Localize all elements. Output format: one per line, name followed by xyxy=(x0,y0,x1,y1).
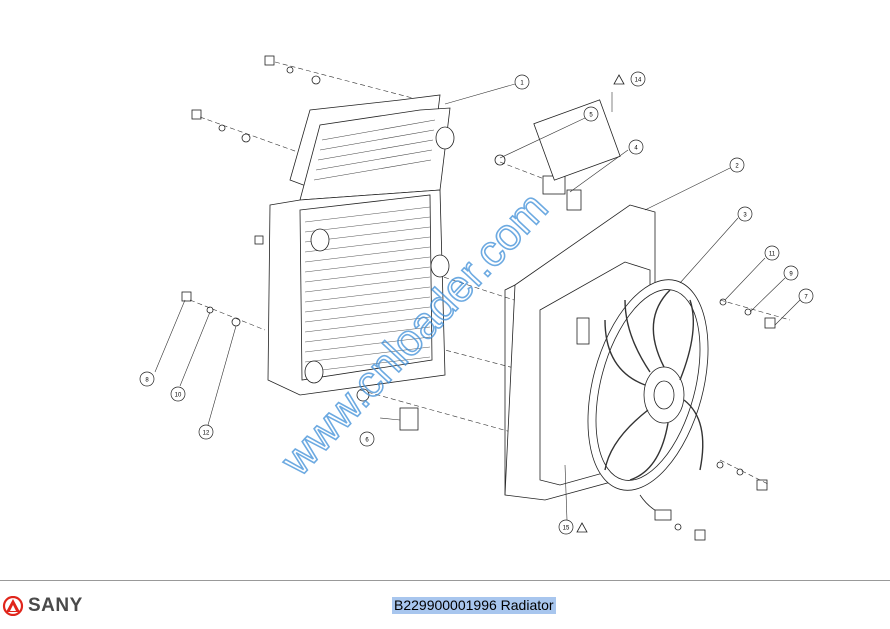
callout-14: 14 xyxy=(635,78,642,84)
radiator-bracket xyxy=(289,94,451,201)
callout-3: 3 xyxy=(743,213,747,219)
callout-2: 2 xyxy=(735,164,739,170)
callout-7: 7 xyxy=(804,295,808,301)
callout-6: 6 xyxy=(365,438,369,444)
document-title: B229900001996 Radiator xyxy=(392,597,556,614)
callout-10: 10 xyxy=(175,393,182,399)
callout-12: 12 xyxy=(203,431,210,437)
callout-9: 9 xyxy=(789,272,793,278)
callout-4: 4 xyxy=(634,146,638,152)
brand-name: SANY xyxy=(28,595,83,616)
callout-1: 1 xyxy=(520,81,524,87)
sany-logo: SANY xyxy=(2,594,83,618)
radiator-exploded-diagram: 1 2 3 4 5 6 7 8 9 10 11 12 14 15 www.cnl… xyxy=(139,55,814,541)
callout-11: 11 xyxy=(769,252,776,258)
sany-logo-icon xyxy=(2,596,24,616)
fan-assembly xyxy=(587,279,709,521)
fasteners xyxy=(181,55,776,541)
footer-divider xyxy=(0,580,890,581)
callout-5: 5 xyxy=(589,113,593,119)
callout-15: 15 xyxy=(563,526,570,532)
radiator-core xyxy=(267,126,455,396)
callout-8: 8 xyxy=(145,378,149,384)
